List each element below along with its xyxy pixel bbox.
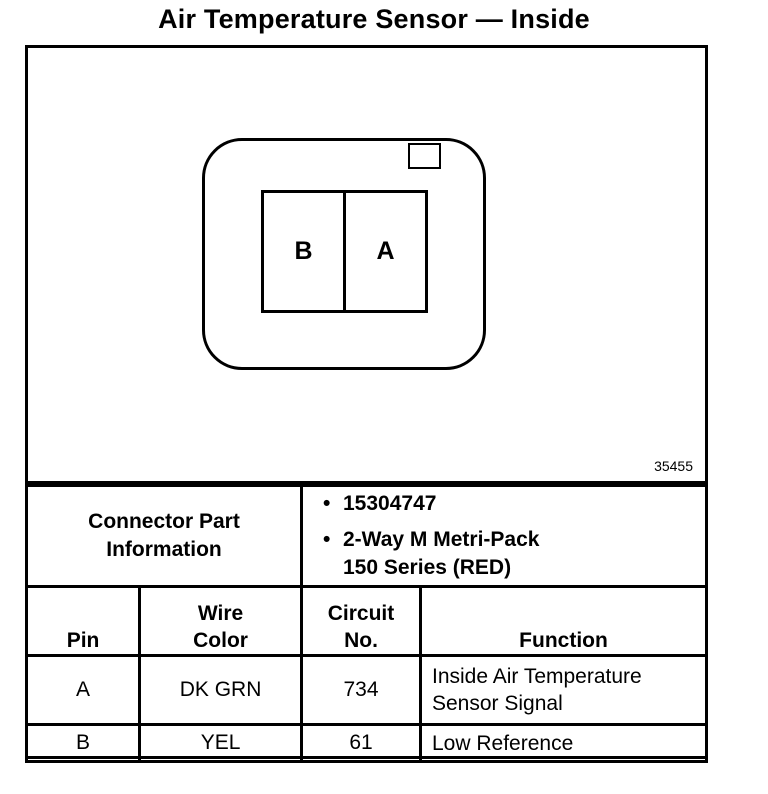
connector-type: •2-Way M Metri-Pack xyxy=(323,528,540,551)
cell-function: Low Reference xyxy=(419,723,708,763)
pin-cavity-a: A xyxy=(343,193,425,310)
connector-sheet: B A 35455 Connector Part Information •15… xyxy=(24,45,708,763)
pin-cavity-block: B A xyxy=(261,190,428,313)
header-function: Function xyxy=(419,585,708,657)
page-title: Air Temperature Sensor — Inside xyxy=(158,4,590,34)
connector-key-tab xyxy=(408,143,441,169)
connector-part-row: Connector Part Information •15304747 •2-… xyxy=(25,484,708,588)
connector-body xyxy=(202,138,486,370)
connector-info-table: Connector Part Information •15304747 •2-… xyxy=(24,484,708,763)
connector-part-label: Connector Part Information xyxy=(25,484,303,588)
part-number: •15304747 xyxy=(323,492,437,515)
cell-wire-color: DK GRN xyxy=(138,654,303,726)
cell-pin: B xyxy=(24,723,142,763)
cell-wire-color: YEL xyxy=(138,723,303,763)
figure-number: 35455 xyxy=(654,458,693,474)
connector-diagram: B A 35455 xyxy=(28,48,705,484)
connector-series: 150 Series (RED) xyxy=(343,556,512,579)
pin-cavity-b: B xyxy=(294,237,313,265)
table-row: B YEL 61 Low Reference xyxy=(24,723,708,763)
header-pin: Pin xyxy=(24,585,142,657)
cell-pin: A xyxy=(24,654,142,726)
cell-circuit: 61 xyxy=(300,723,422,763)
connector-part-values: •15304747 •2-Way M Metri-Pack 150 Series… xyxy=(300,484,708,588)
cell-circuit: 734 xyxy=(300,654,422,726)
